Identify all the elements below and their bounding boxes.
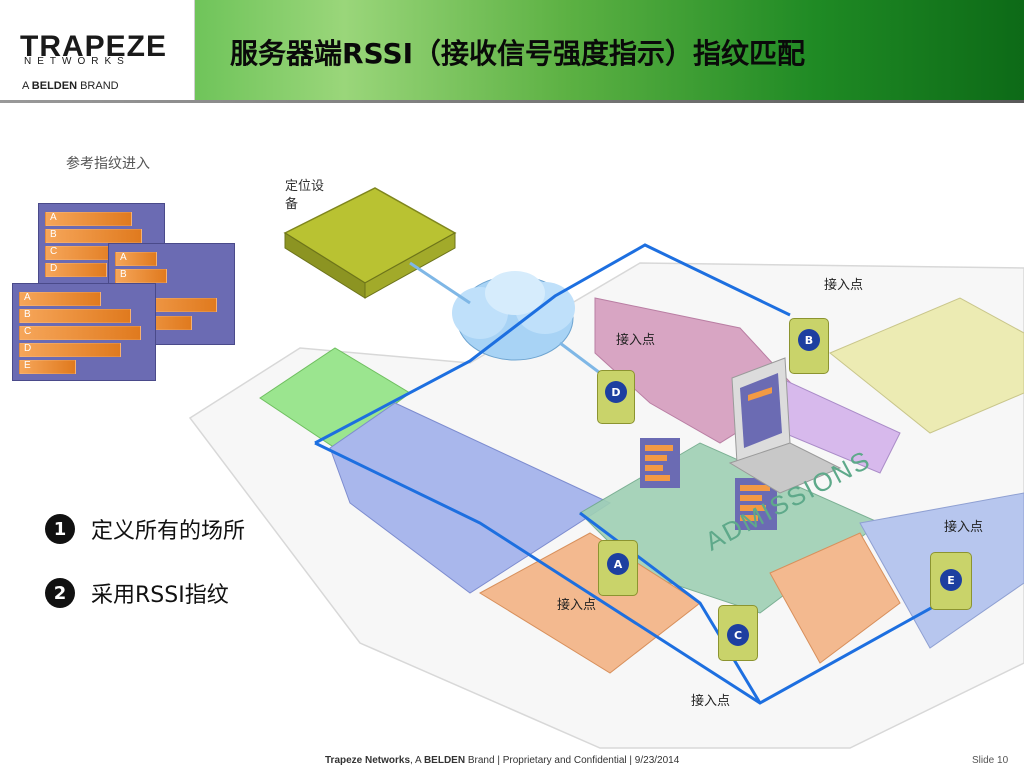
ap-badge-e: E — [940, 569, 962, 591]
fp-row-label: B — [50, 229, 57, 240]
ap-label-d: 接入点 — [616, 333, 656, 348]
logo-subtitle: NETWORKS — [24, 56, 130, 67]
bullet-number: 2 — [45, 578, 75, 608]
bullet-item-1: 1 定义所有的场所 — [45, 513, 245, 545]
positioning-device-label: 定位设备 — [285, 179, 325, 212]
fp-row-label: D — [24, 343, 32, 354]
bullet-text: 定义所有的场所 — [91, 519, 246, 544]
ap-label-c: 接入点 — [691, 694, 731, 709]
floorplan-scene — [188, 187, 1024, 749]
ap-badge-a: A — [607, 553, 629, 575]
fp-row-label: B — [24, 309, 31, 320]
network-link — [314, 243, 791, 445]
footer-company: Trapeze Networks — [325, 755, 411, 766]
header-divider — [0, 100, 1024, 103]
title-band — [195, 0, 1024, 100]
reference-fingerprint-label: 参考指纹进入 — [66, 156, 150, 172]
slide-header: TRAPEZE NETWORKS A BELDEN BRAND 服务器端RSSI… — [0, 0, 1024, 103]
network-cloud — [452, 271, 575, 361]
logo-brand-suffix: BRAND — [80, 80, 119, 92]
footer-copyright: Trapeze Networks, A BELDEN Brand | Propr… — [325, 755, 679, 766]
ap-badge-b: B — [798, 329, 820, 351]
laptop-device — [728, 357, 842, 494]
map-fingerprint-1 — [640, 438, 680, 488]
access-point-d: D — [597, 370, 635, 424]
ap-label-a: 接入点 — [557, 598, 597, 613]
slide-number: Slide 10 — [972, 755, 1009, 766]
zone-blue — [329, 402, 612, 594]
footer-brand-bold: BELDEN — [423, 755, 466, 766]
zone-yellow — [829, 297, 1024, 434]
ap-badge-d: D — [605, 381, 627, 403]
fp-row-label: D — [50, 263, 58, 274]
ap-label-e: 接入点 — [944, 520, 984, 535]
fp-row-label: A — [120, 252, 127, 263]
slide-title: 服务器端RSSI（接收信号强度指示）指纹匹配 — [230, 37, 806, 70]
fp-row-label: A — [50, 212, 57, 223]
fp-row-label: A — [24, 292, 31, 303]
fp-row-label: B — [120, 269, 127, 280]
ap-badge-c: C — [727, 624, 749, 646]
bullet-item-2: 2 采用RSSI指纹 — [45, 577, 229, 609]
access-point-e: E — [930, 552, 972, 610]
fp-row-label: C — [50, 246, 58, 257]
logo-brand: A BELDEN BRAND — [22, 80, 119, 92]
ap-label-b: 接入点 — [824, 278, 864, 293]
fp-row-label: E — [24, 360, 31, 371]
fp-row-label: C — [24, 326, 32, 337]
access-point-a: A — [598, 540, 638, 596]
footer-rest: Brand | Proprietary and Confidential | 9… — [465, 755, 680, 766]
access-point-c: C — [718, 605, 758, 661]
zone-orange-right — [769, 532, 901, 664]
bullet-text: 采用RSSI指纹 — [91, 583, 229, 608]
logo-wordmark: TRAPEZE — [20, 30, 168, 63]
bullet-number: 1 — [45, 514, 75, 544]
logo-brand-bold: BELDEN — [31, 80, 78, 92]
access-point-b: B — [789, 318, 829, 374]
logo: TRAPEZE NETWORKS A BELDEN BRAND — [0, 0, 195, 100]
fingerprint-card-front: A B C D E — [12, 283, 156, 381]
footer-brand-prefix: , A — [410, 755, 424, 766]
logo-brand-prefix: A — [22, 80, 29, 92]
